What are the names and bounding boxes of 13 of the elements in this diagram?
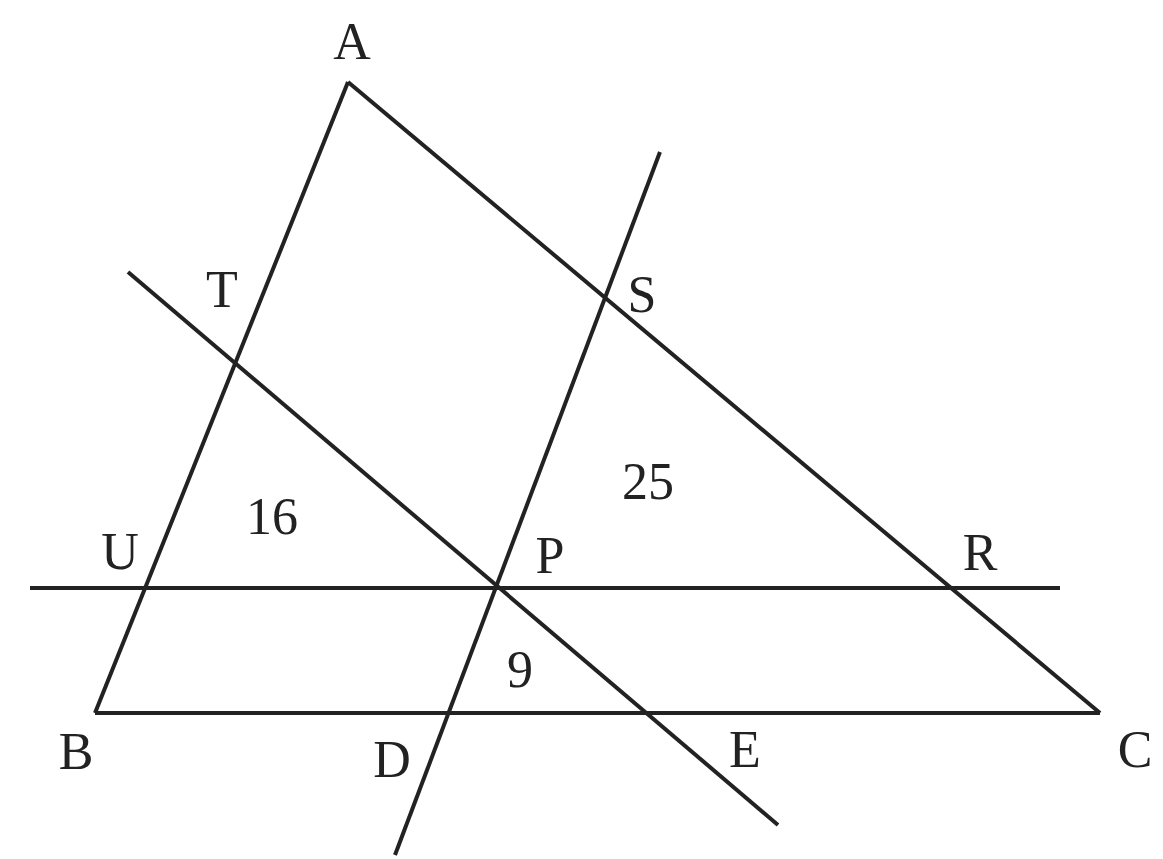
point-label: C <box>1117 724 1153 776</box>
area-value: 16 <box>246 491 298 543</box>
point-label: D <box>373 734 411 786</box>
point-label: U <box>101 526 139 578</box>
point-label: S <box>627 269 657 321</box>
area-value: 25 <box>622 456 674 508</box>
point-label: T <box>206 264 238 316</box>
point-label: E <box>729 724 761 776</box>
point-label: A <box>333 16 371 68</box>
point-label: B <box>58 726 94 778</box>
area-value: 9 <box>507 644 533 696</box>
point-label: P <box>535 530 565 582</box>
point-label: R <box>962 527 998 579</box>
